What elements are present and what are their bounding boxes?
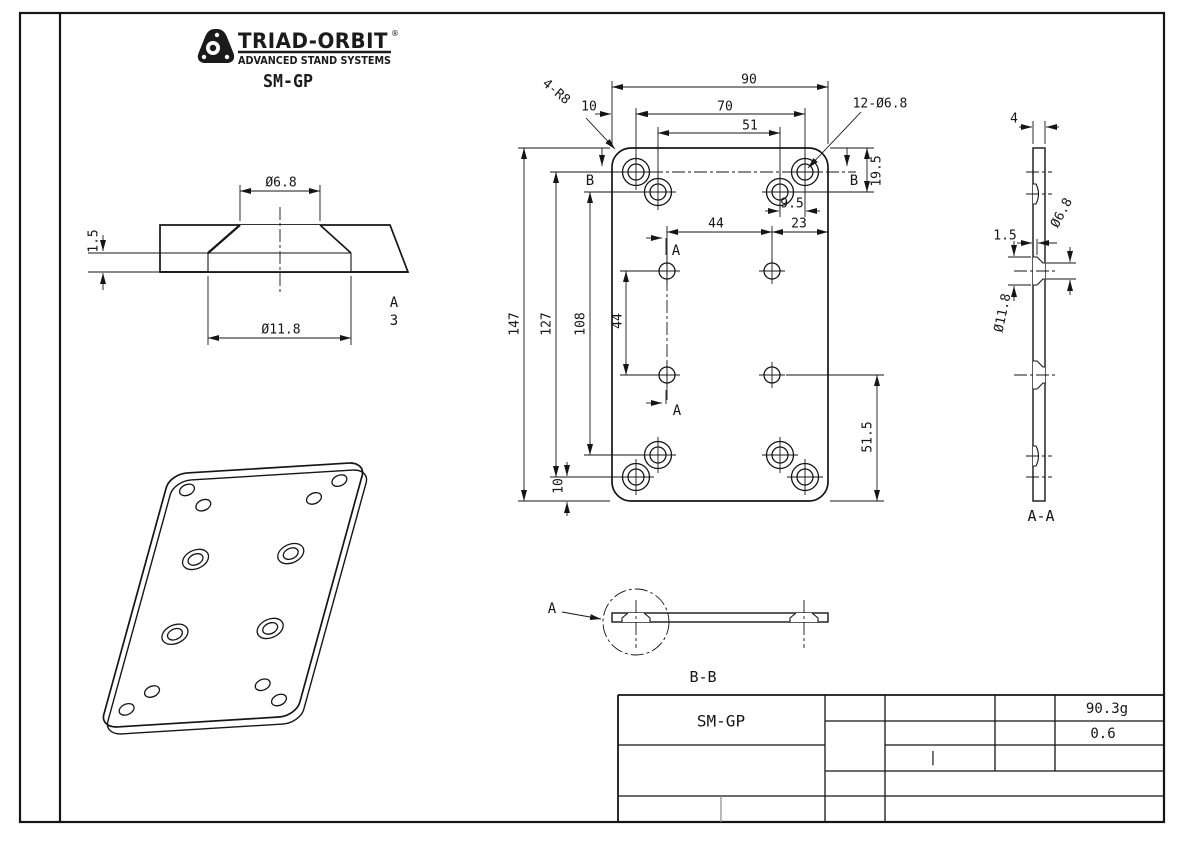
dim-detail-cbore-dia: Ø11.8 [261, 323, 300, 338]
section-a-label-bottom: A [673, 403, 682, 419]
dim-inner-top-offset: 19.5 [870, 155, 885, 186]
detail-view-a: Ø6.8 Ø11.8 1.5 A 3 [87, 176, 410, 345]
triad-orbit-logo-icon [197, 29, 235, 63]
isometric-view [100, 462, 370, 735]
dim-overall-height: 147 [508, 312, 523, 335]
title-block-revision-mark: | [929, 750, 937, 766]
middle-holes [654, 258, 785, 388]
dim-bottom-offset: 10 [552, 478, 567, 494]
section-bb-title: B-B [689, 668, 716, 686]
dim-inner-span-v: 108 [574, 312, 589, 335]
section-b-label-right: B [850, 173, 858, 189]
dim-inner-side-offset: 9.5 [780, 197, 803, 212]
dim-thickness: 4 [1010, 112, 1018, 127]
dim-outer-span-v: 127 [540, 312, 555, 335]
title-block-part-number: SM-GP [697, 712, 745, 731]
extension-lines [518, 81, 884, 502]
section-view-a-a: 4 1.5 Ø6.8 Ø11.8 A-A [992, 112, 1076, 525]
title-block-weight: 90.3g [1086, 701, 1128, 717]
detail-a-reference: A [548, 601, 557, 617]
plate-outline [611, 147, 829, 502]
iso-corner-holes [118, 474, 348, 715]
dimensions: 90 70 10 51 4-R8 12-Ø6.8 19.5 9.5 23 44 … [508, 73, 908, 516]
section-markers: B B A A [586, 148, 858, 419]
dim-hole-callout: 12-Ø6.8 [853, 97, 908, 112]
dim-aa-hole-dia: Ø6.8 [1048, 196, 1076, 231]
dim-inner-hole-span: 51 [742, 119, 758, 134]
detail-a-scale: 3 [390, 313, 398, 329]
section-b-label-left: B [586, 173, 594, 189]
dim-corner-radius: 4-R8 [539, 76, 573, 108]
drawing-border [18, 11, 1166, 824]
iso-plate-thickness [104, 469, 370, 735]
iso-middle-holes [159, 543, 306, 645]
registered-mark: ® [391, 29, 399, 38]
section-a-label-top: A [672, 243, 681, 259]
dim-mid-span-h: 44 [708, 217, 724, 232]
dim-edge-offset: 10 [581, 100, 597, 115]
front-view: 90 70 10 51 4-R8 12-Ø6.8 19.5 9.5 23 44 … [508, 73, 908, 516]
title-block: SM-GP 90.3g 0.6 | [617, 694, 1165, 823]
dim-aa-cbore-dia: Ø11.8 [992, 292, 1015, 333]
section-view-b-b: A B-B [548, 588, 829, 686]
bb-plate-section [611, 612, 829, 623]
logo: TRIAD-ORBIT ® ADVANCED STAND SYSTEMS SM-… [197, 29, 399, 92]
dim-detail-hole-dia: Ø6.8 [265, 176, 296, 191]
dim-overall-width: 90 [741, 73, 757, 88]
dim-detail-cbore-depth: 1.5 [87, 229, 102, 252]
title-block-scale: 0.6 [1090, 726, 1115, 742]
part-number-heading: SM-GP [263, 71, 313, 92]
dim-mid-span-v: 44 [611, 313, 626, 329]
dim-mid-bottom-offset: 51.5 [861, 421, 876, 452]
aa-plate-section [1032, 147, 1046, 502]
detail-a-callout-circle [602, 588, 670, 656]
dim-mid-edge-offset: 23 [791, 217, 807, 232]
section-aa-title: A-A [1027, 507, 1054, 525]
dim-aa-cbore-depth: 1.5 [993, 229, 1016, 244]
dim-outer-hole-span: 70 [717, 100, 733, 115]
detail-a-label: A [390, 295, 399, 311]
iso-plate-face [100, 462, 366, 728]
brand-name: TRIAD-ORBIT [238, 29, 388, 53]
brand-tagline: ADVANCED STAND SYSTEMS [238, 54, 391, 67]
